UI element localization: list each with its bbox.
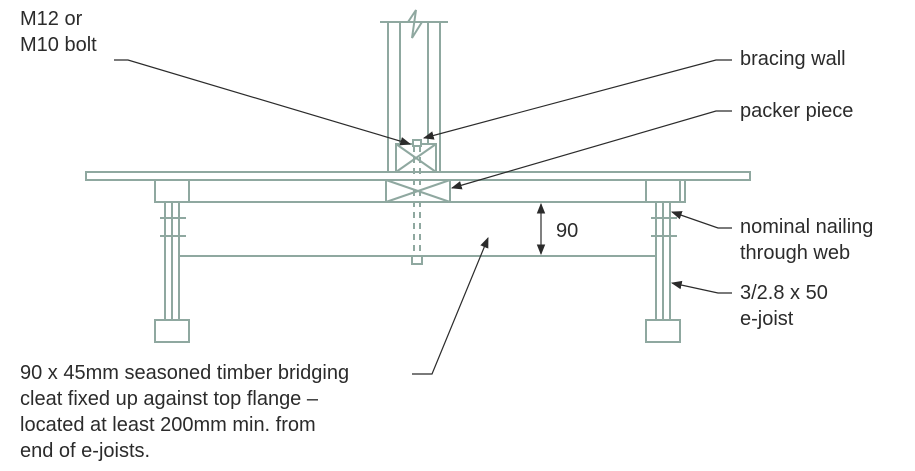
bolt: [411, 139, 423, 265]
bracing-wall-label: bracing wall: [740, 48, 846, 70]
e-joist-label: 3/2.8 x 50 e-joist: [740, 282, 828, 330]
e-joist-left: [154, 179, 190, 343]
floor-sheet: [85, 171, 751, 181]
bridging-label: 90 x 45mm seasoned timber bridging cleat…: [20, 362, 350, 462]
e-joist-right: [645, 179, 681, 343]
wall-bottom-plate: [395, 143, 437, 173]
dimension-label: 90: [556, 220, 579, 242]
leader-lines: [114, 59, 732, 375]
bolt-label: M12 or M10 bolt: [20, 8, 97, 56]
nailing-label: nominal nailing through web: [740, 216, 874, 264]
packer-piece: [385, 179, 451, 203]
packer-piece-label: packer piece: [740, 100, 854, 122]
